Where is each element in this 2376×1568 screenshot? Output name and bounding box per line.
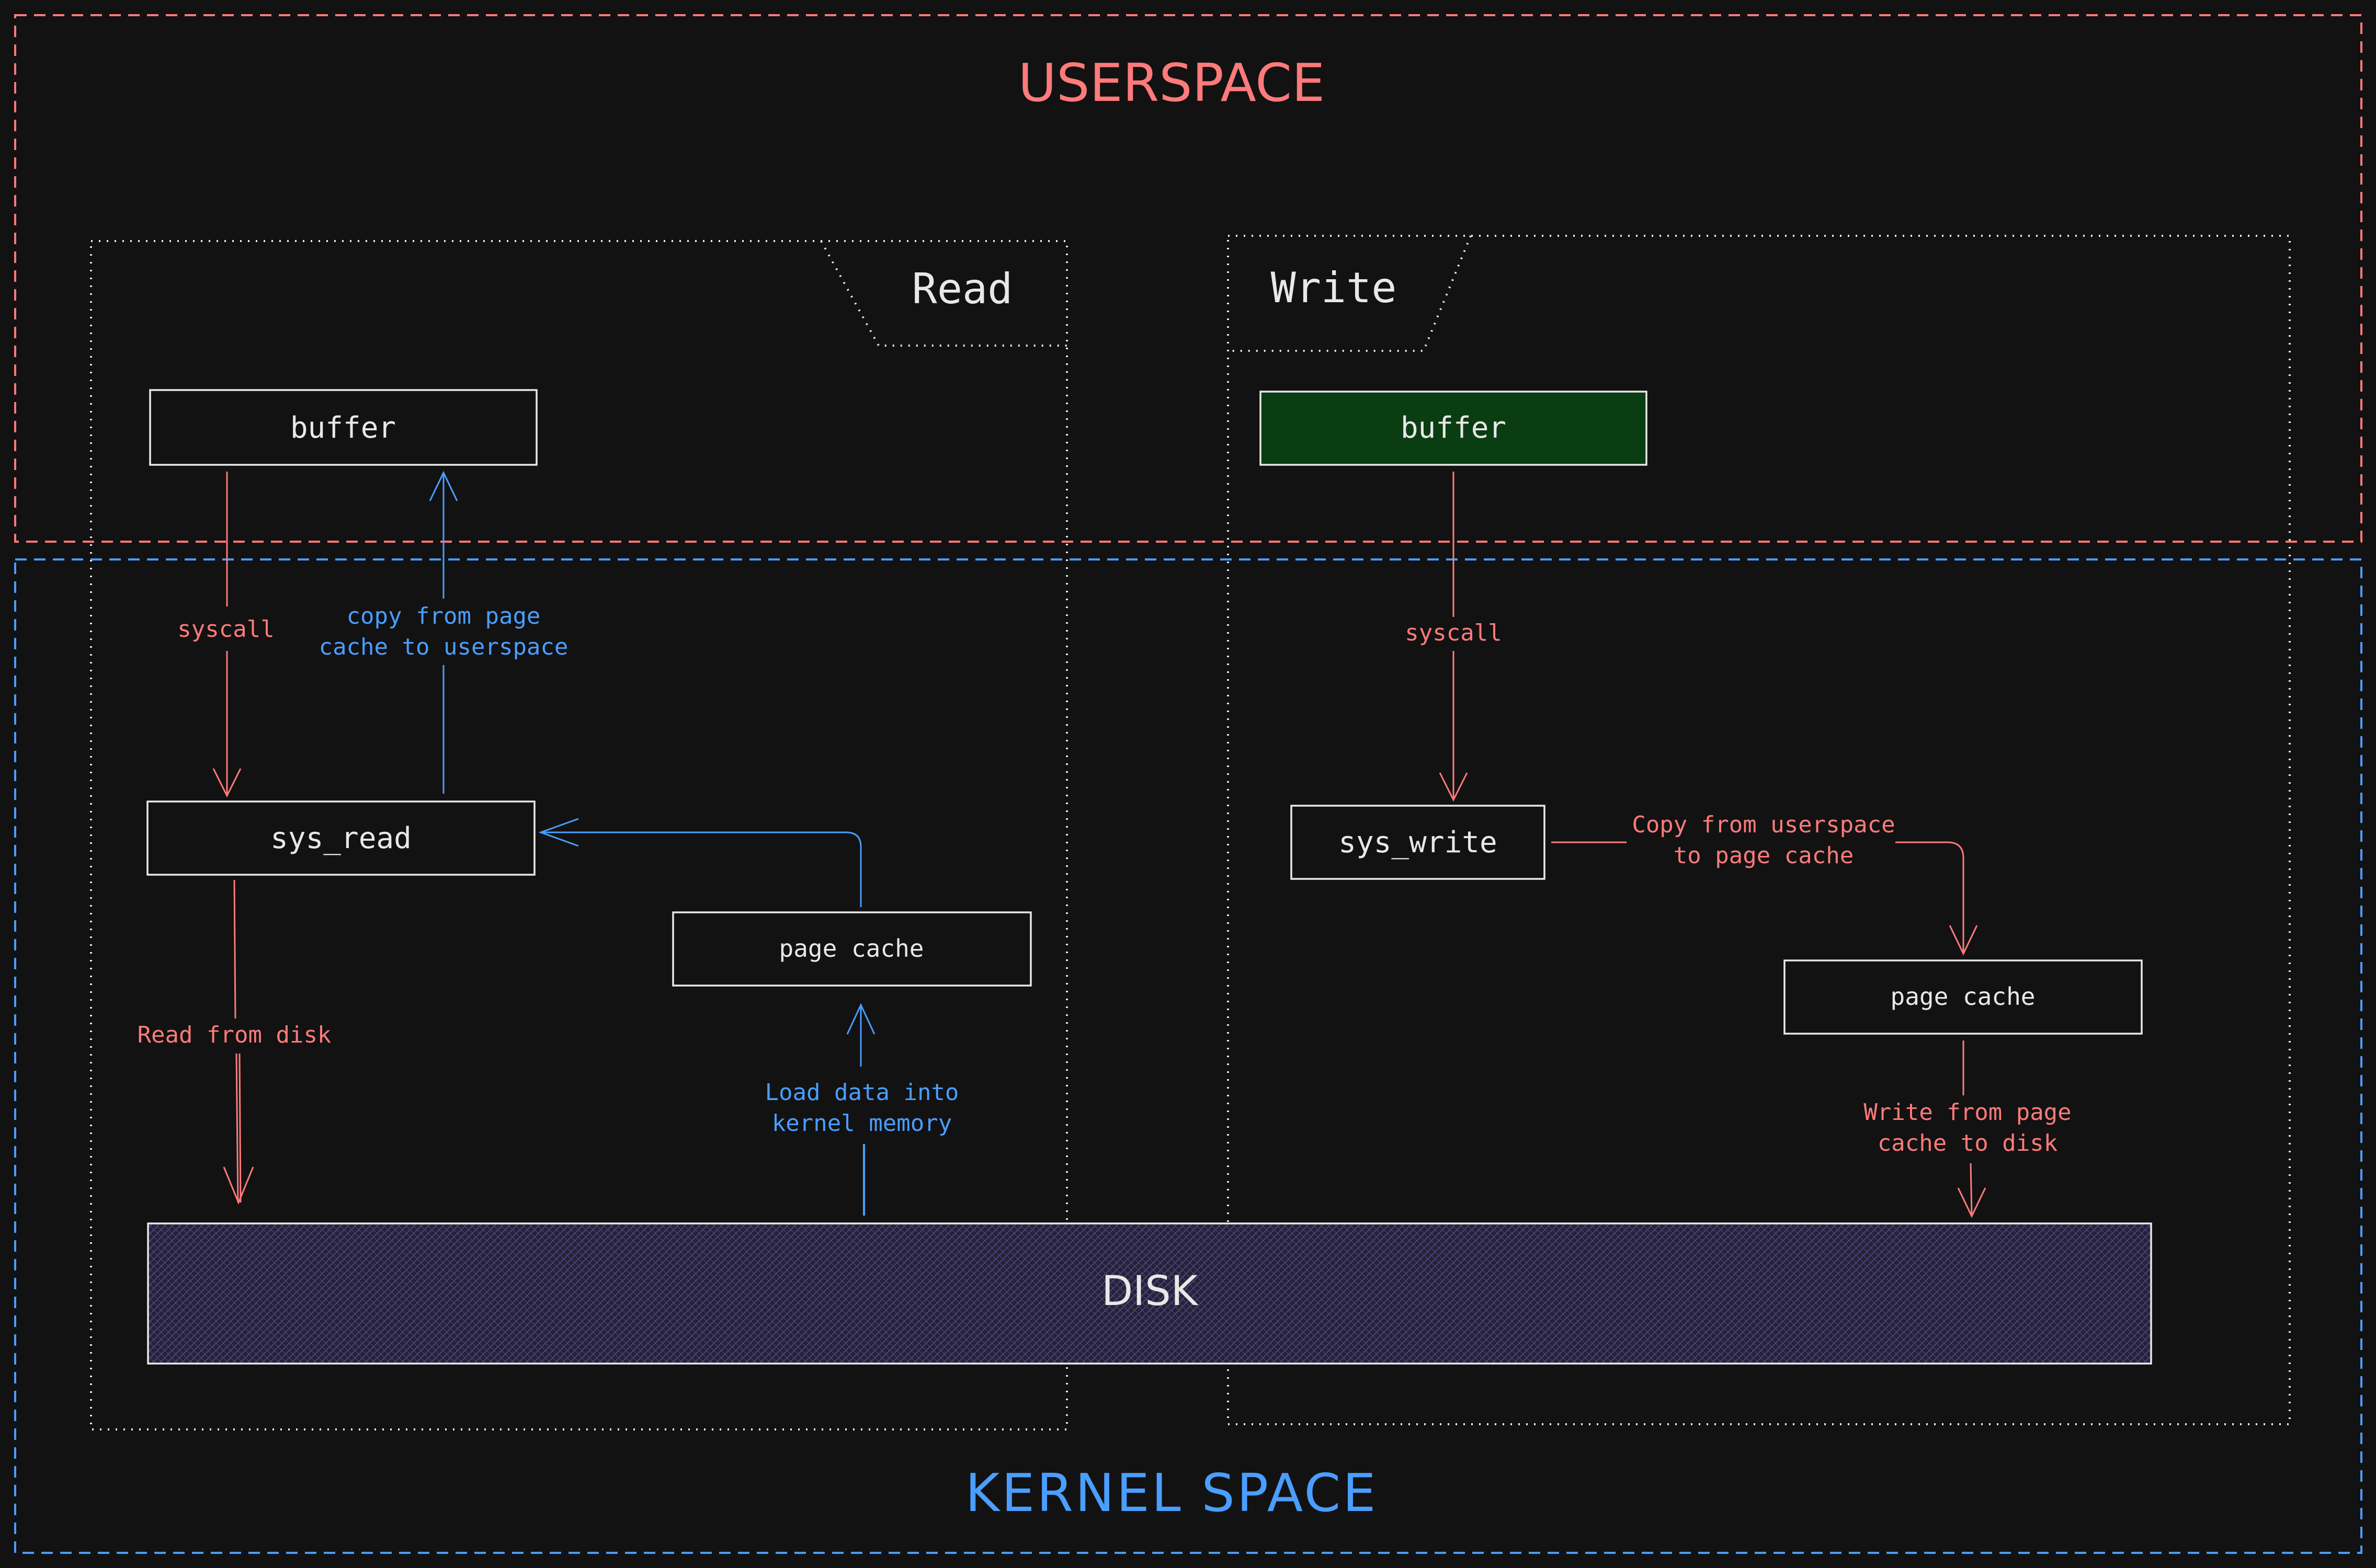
read-title: Read [912,265,1013,313]
read-tab [820,241,1067,347]
kernel-space-title: KERNEL SPACE [965,1462,1378,1524]
read-syscall-arrow [212,472,242,798]
write-sys-write-box: sys_write [1290,805,1545,880]
write-to-disk-arrow [1957,1040,1986,1218]
write-title: Write [1271,264,1397,312]
disk-box: DISK [147,1222,2152,1365]
sys-read-label: sys_read [270,821,412,855]
read-page-cache-label: page cache [779,934,924,963]
write-page-cache-label: page cache [1891,982,2036,1011]
read-page-cache-to-sys-read-arrow [538,818,862,907]
write-to-disk-label-line2: cache to disk [1878,1130,2057,1157]
read-buffer-box: buffer [149,389,538,466]
write-copy-to-page-cache-arrow [1551,841,1978,956]
write-copy-label-line2: to page cache [1674,842,1854,869]
read-copy-label-line2: cache to userspace [319,634,569,660]
read-from-disk-label: Read from disk [138,1022,332,1048]
write-panel [1227,235,2291,1425]
read-page-cache-box: page cache [672,911,1032,987]
write-buffer-label: buffer [1401,411,1506,445]
userspace-region [14,14,2362,543]
read-from-disk-arrow [223,879,254,1205]
write-buffer-box: buffer [1259,391,1647,466]
read-sys-read-box: sys_read [146,800,536,876]
write-syscall-arrow [1439,472,1468,802]
read-load-label-line2: kernel memory [772,1110,952,1137]
write-syscall-label: syscall [1405,620,1502,646]
read-load-into-kernel-arrow [846,1003,876,1216]
read-copy-to-userspace-arrow [429,471,458,794]
write-page-cache-box: page cache [1783,959,2143,1035]
read-panel [90,240,1068,1430]
write-to-disk-label-line1: Write from page [1863,1099,2071,1126]
read-buffer-label: buffer [290,411,396,445]
disk-label: DISK [1101,1268,1199,1315]
sys-write-label: sys_write [1338,826,1497,860]
read-copy-label-line1: copy from page [347,603,541,630]
read-load-label-line1: Load data into [765,1079,959,1106]
read-syscall-label: syscall [177,616,274,643]
write-copy-label-line1: Copy from userspace [1632,811,1895,838]
kernel-space-region [14,558,2362,1554]
userspace-title: USERSPACE [1018,52,1325,113]
